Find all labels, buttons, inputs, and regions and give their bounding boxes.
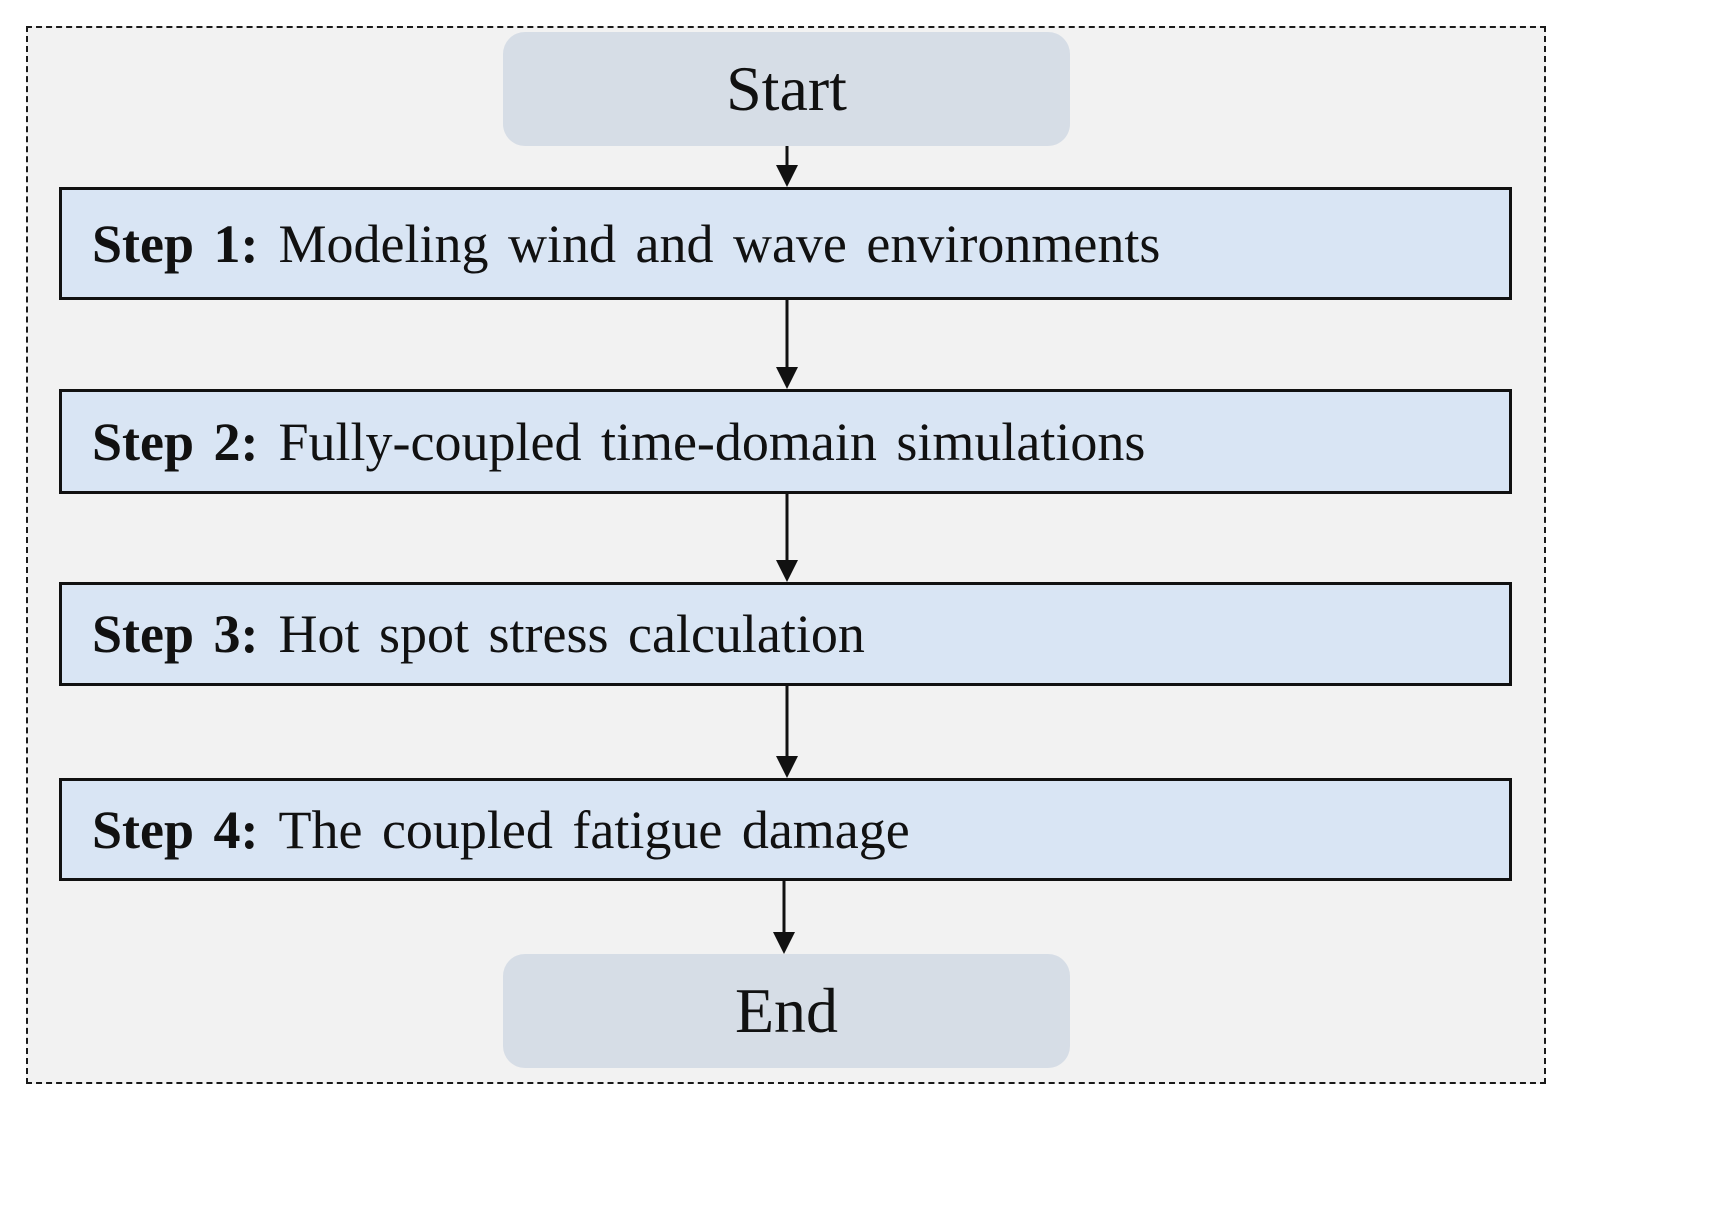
start-node: Start: [503, 32, 1070, 146]
step-1-text: Modeling wind and wave environments: [278, 213, 1161, 274]
step-3-number: Step 3:: [92, 604, 259, 664]
step-3-box: Step 3: Hot spot stress calculation: [59, 582, 1512, 686]
step-2-box: Step 2: Fully-coupled time-domain simula…: [59, 389, 1512, 494]
start-label: Start: [726, 53, 847, 124]
step-3-text: Hot spot stress calculation: [278, 604, 865, 664]
step-4-text: The coupled fatigue damage: [278, 799, 910, 860]
step-4-box: Step 4: The coupled fatigue damage: [59, 778, 1512, 881]
end-node: End: [503, 954, 1070, 1068]
step-1-box: Step 1: Modeling wind and wave environme…: [59, 187, 1512, 300]
dashed-frame: [26, 26, 1546, 1084]
step-2-text: Fully-coupled time-domain simulations: [278, 411, 1146, 472]
end-label: End: [734, 975, 839, 1046]
step-4-number: Step 4:: [92, 799, 259, 860]
step-1-number: Step 1:: [92, 213, 259, 274]
step-2-number: Step 2:: [92, 411, 259, 472]
